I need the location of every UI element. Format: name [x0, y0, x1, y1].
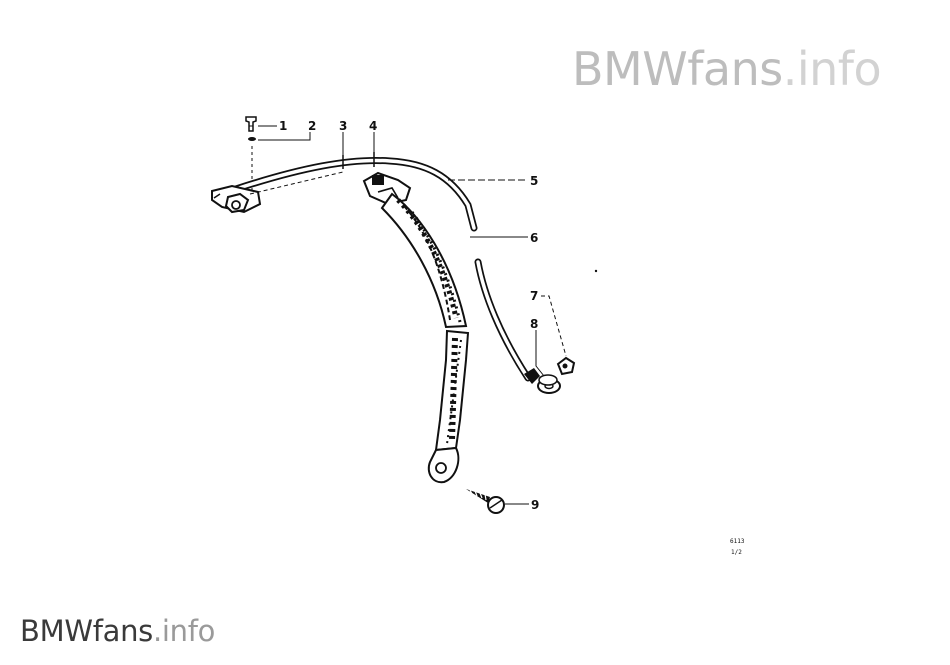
part-8-cable-eyelet[interactable]	[524, 368, 561, 394]
watermark-top: BMWfans.info	[572, 42, 882, 96]
part-9-tapping-screw[interactable]	[466, 489, 505, 514]
callout-3: 3	[339, 119, 347, 133]
callout-4: 4	[369, 119, 377, 133]
part-1-screw[interactable]	[245, 116, 257, 132]
callout-7: 7	[530, 289, 538, 303]
part-5-cable[interactable]	[232, 152, 532, 382]
watermark-top-suffix: .info	[782, 42, 882, 96]
callout-1: 1	[279, 119, 287, 133]
callout-8: 8	[530, 317, 538, 331]
reference-sheet: 1/2	[731, 549, 742, 556]
callout-5: 5	[530, 174, 538, 188]
callout-9: 9	[531, 498, 539, 512]
leader-dashed-3	[249, 171, 344, 195]
callout-6: 6	[530, 231, 538, 245]
watermark-top-brand: BMWfans	[572, 42, 783, 96]
callout-2: 2	[308, 119, 316, 133]
reference-code: 6113	[730, 538, 745, 545]
watermark-bottom-brand: BMWfans	[20, 614, 153, 648]
leader-lines	[258, 125, 567, 505]
watermark-bottom: BMWfans.info	[20, 614, 215, 648]
watermark-bottom-suffix: .info	[152, 614, 216, 648]
part-6-ground-strap[interactable]	[362, 171, 470, 484]
battery-terminal-clamp-left[interactable]	[211, 184, 262, 214]
part-2-washer[interactable]	[248, 137, 256, 141]
part-7-nut[interactable]	[556, 356, 576, 376]
speck	[594, 269, 598, 273]
